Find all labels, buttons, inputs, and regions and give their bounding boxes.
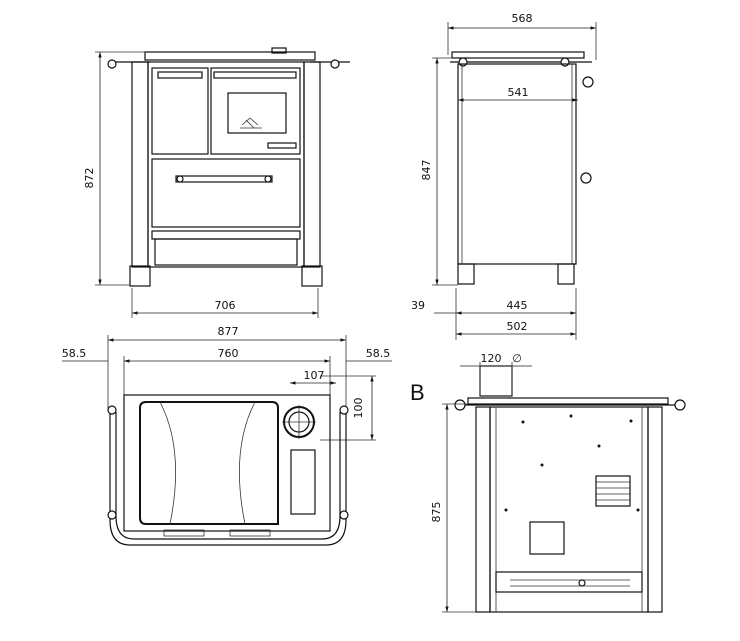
top-left-margin-label: 58.5 bbox=[62, 347, 87, 360]
rear-diameter-symbol: ∅ bbox=[512, 352, 522, 365]
rear-view bbox=[442, 362, 686, 613]
side-view bbox=[432, 22, 597, 340]
side-inner-width-label: 541 bbox=[508, 86, 529, 99]
rear-flue-width-label: 120 bbox=[481, 352, 502, 365]
top-flue-offset-label: 107 bbox=[304, 369, 325, 382]
top-flue-depth-label: 100 bbox=[352, 398, 365, 419]
top-view bbox=[62, 335, 392, 546]
front-height-label: 872 bbox=[83, 168, 96, 189]
top-inner-label: 760 bbox=[218, 347, 239, 360]
side-base-label: 502 bbox=[507, 320, 528, 333]
side-foot-label: 39 bbox=[411, 299, 425, 312]
side-height-label: 847 bbox=[420, 160, 433, 181]
front-view bbox=[95, 47, 350, 318]
side-depth-label: 445 bbox=[507, 299, 528, 312]
top-overall-label: 877 bbox=[218, 325, 239, 338]
side-top-width-label: 568 bbox=[512, 12, 533, 25]
front-width-label: 706 bbox=[215, 299, 236, 312]
top-right-margin-label: 58.5 bbox=[366, 347, 391, 360]
rear-view-letter: B bbox=[410, 380, 425, 405]
rear-height-label: 875 bbox=[430, 502, 443, 523]
